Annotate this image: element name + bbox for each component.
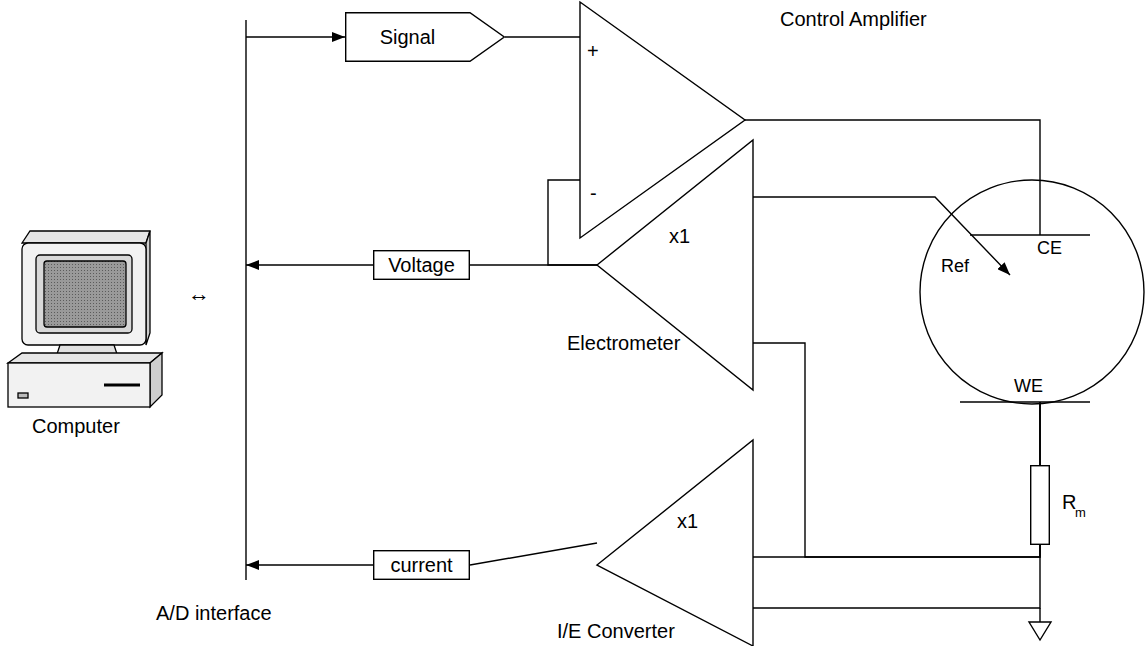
electrode-label: CE (1037, 239, 1062, 259)
gain-label: x1 (677, 510, 698, 532)
ad-interface-bus: A/D interface (236, 20, 256, 580)
voltage-box: Voltage (373, 250, 470, 280)
current-label: current (390, 554, 452, 576)
wire (548, 180, 597, 265)
input-sign: - (590, 182, 597, 204)
control-amplifier: Control Amplifier+- (580, 0, 745, 240)
voltage-label: Voltage (388, 254, 455, 276)
ie-converter: x1I/E Converter (597, 440, 753, 646)
computer-label: Computer (32, 415, 120, 437)
wire (1039, 402, 1040, 465)
counter-electrode (970, 234, 1090, 236)
computer-icon-outline (0, 225, 170, 440)
amplifier-label: I/E Converter (557, 620, 675, 642)
wire (753, 343, 1040, 557)
ad-interface-bus-outline (236, 20, 256, 580)
interface-label: A/D interface (156, 602, 272, 624)
resistor-symbol-outline (1030, 465, 1050, 545)
electrode-label: WE (1014, 377, 1043, 397)
resistor-label: R (1062, 491, 1076, 513)
signal-label: Signal (380, 26, 436, 48)
resistor-symbol: Rm (1030, 465, 1050, 545)
computer-icon: Computer (0, 225, 170, 440)
electrode-label: Ref (941, 257, 969, 277)
arrow-wire (246, 36, 345, 37)
ie-converter-outline (597, 440, 753, 646)
signal-box: Signal (345, 12, 505, 62)
gain-label: x1 (669, 225, 690, 247)
arrow-wire (246, 264, 373, 265)
input-sign: + (587, 40, 599, 62)
wire (745, 120, 1040, 235)
wire (470, 543, 597, 565)
wire (505, 36, 580, 37)
working-electrode (960, 401, 1090, 403)
current-box: current (373, 550, 470, 580)
electrochemical-cell: CE RefWE (919, 179, 1145, 405)
arrow-wire (753, 197, 1010, 275)
link-symbol: ↔ (188, 281, 210, 307)
arrow-wire (246, 564, 373, 565)
ground-symbol (1029, 608, 1051, 640)
electrometer: x1Electrometer (597, 140, 753, 390)
electrochemical-cell-outline (919, 179, 1145, 405)
resistor-subscript: m (1075, 506, 1086, 520)
amplifier-label: Electrometer (567, 332, 680, 354)
amplifier-label: Control Amplifier (780, 8, 927, 30)
wire (753, 402, 1040, 557)
control-amplifier-outline (580, 0, 745, 240)
wire (753, 545, 1040, 608)
